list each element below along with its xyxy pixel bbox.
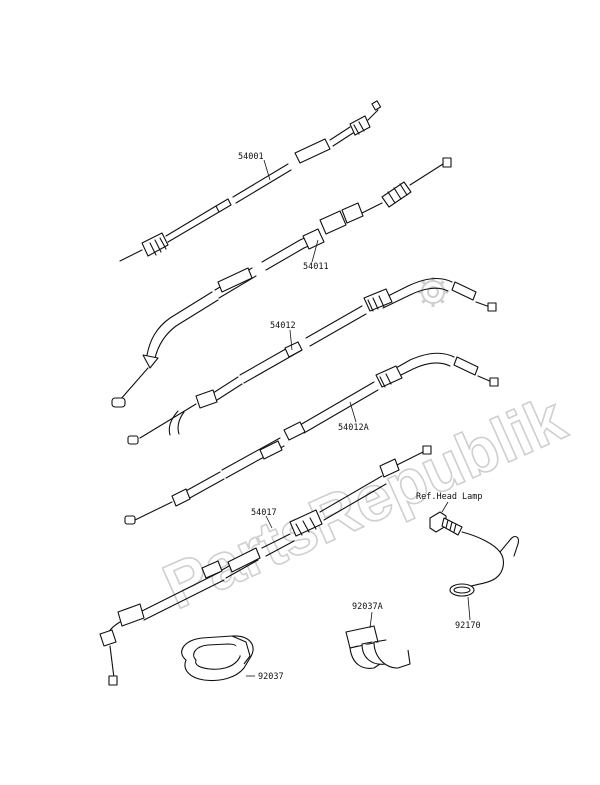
cable-54011[interactable]: [111, 157, 452, 408]
leader-54001: [263, 159, 271, 181]
label-54017: 54017: [251, 508, 277, 518]
label-54011: 54011: [303, 262, 329, 272]
cable-54012[interactable]: [127, 277, 497, 445]
label-54001: 54001: [238, 152, 264, 162]
gear-icon: [418, 277, 448, 307]
watermark-text: PartsRepublik: [153, 382, 576, 623]
wire-clip-92170[interactable]: [449, 531, 519, 597]
bolt-ref-head-lamp[interactable]: [429, 511, 463, 536]
grommet-92037[interactable]: [181, 635, 254, 682]
leader-54011: [311, 239, 319, 263]
cable-54017[interactable]: [99, 445, 432, 686]
leader-54012A: [349, 401, 357, 423]
leader-ref-head-lamp: [441, 501, 449, 513]
leader-92170: [467, 596, 471, 621]
leader-54017: [265, 515, 273, 529]
clamp-92037A[interactable]: [345, 625, 411, 669]
cable-54012A[interactable]: [124, 352, 499, 525]
label-92037: 92037: [258, 672, 284, 682]
label-92170: 92170: [455, 621, 481, 631]
label-54012A: 54012A: [338, 423, 369, 433]
label-ref-head-lamp: Ref.Head Lamp: [416, 492, 483, 502]
leader-54012: [289, 329, 293, 351]
label-92037A: 92037A: [352, 602, 383, 612]
label-54012: 54012: [270, 321, 296, 331]
cable-54001[interactable]: [119, 100, 382, 262]
leader-92037A: [369, 611, 373, 629]
